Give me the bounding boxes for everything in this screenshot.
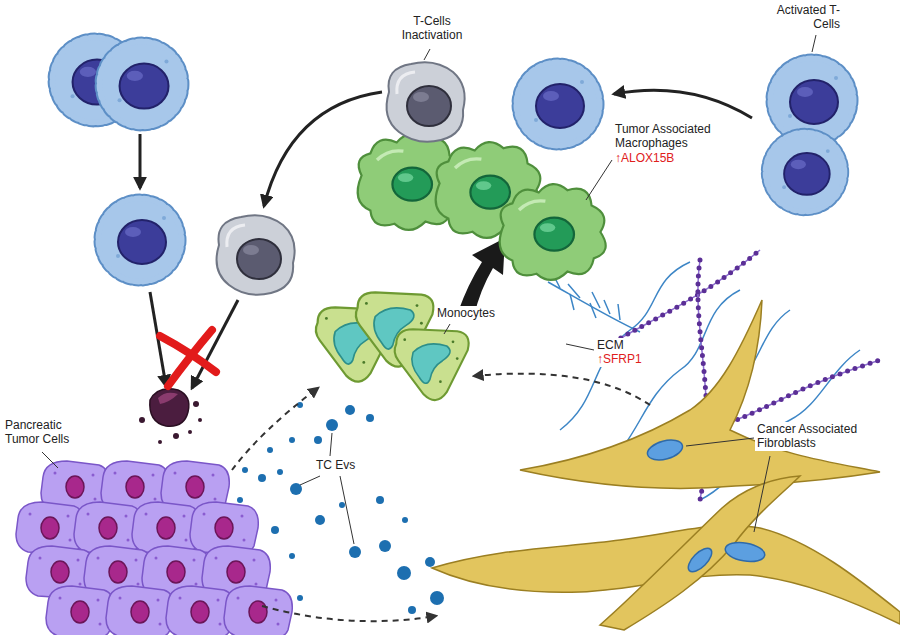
arrow	[614, 90, 752, 118]
dashed-arrows	[232, 374, 650, 622]
vesicle	[277, 469, 283, 475]
t-cells	[54, 39, 852, 295]
ecm-fern	[548, 282, 640, 332]
tumor-cell	[224, 586, 292, 635]
debris	[193, 401, 199, 407]
leader-line	[566, 344, 594, 350]
t-cell	[100, 200, 180, 280]
debris	[188, 430, 192, 434]
arrows	[140, 90, 752, 388]
vesicle	[376, 496, 384, 504]
callout-label: ECM	[595, 338, 626, 352]
callout-label: ↑SFRP1	[595, 352, 644, 366]
nucleus	[684, 544, 715, 575]
ecm-fern-branches	[552, 272, 620, 320]
leader-line	[340, 476, 354, 544]
dead-cell	[139, 389, 202, 444]
debris	[139, 417, 145, 423]
t-cell	[767, 134, 843, 210]
macrophages	[358, 134, 606, 280]
leader-lines	[42, 35, 816, 544]
nucleus	[645, 437, 684, 464]
ecm-fiber	[560, 262, 690, 430]
vesicle	[349, 546, 361, 558]
leader-line	[444, 324, 450, 334]
vesicle	[271, 526, 279, 534]
leader-line	[686, 438, 754, 446]
dashed-arrow	[474, 374, 650, 405]
tumor-cluster	[16, 461, 292, 635]
dashed-arrow	[262, 606, 436, 621]
vesicle	[289, 437, 295, 443]
fibroblasts	[432, 300, 900, 630]
callout-label: Tumor Associated Macrophages	[613, 122, 729, 151]
ecm-strand-beads	[600, 250, 760, 350]
vesicle	[297, 402, 303, 408]
t-cell	[772, 60, 852, 140]
vesicle	[314, 436, 322, 444]
leader-line	[424, 49, 430, 60]
leader-line	[42, 452, 58, 468]
block-stroke	[168, 330, 212, 386]
callout-label: Activated T-Cells	[770, 3, 842, 32]
leader-line	[812, 35, 816, 52]
tumor-cell	[166, 586, 234, 635]
t-cell	[518, 64, 598, 144]
debris	[198, 418, 202, 422]
vesicle	[258, 474, 266, 482]
vesicle	[425, 557, 435, 567]
inactive-t-cell	[387, 62, 465, 142]
tumor-cell	[106, 586, 174, 635]
callout-label: TC Evs	[314, 458, 357, 472]
leader-line	[586, 160, 612, 200]
leader-line	[330, 433, 332, 456]
ecm-strand	[600, 250, 760, 350]
vesicle	[326, 419, 338, 431]
block-mark	[160, 330, 216, 386]
vesicle	[379, 540, 391, 552]
vesicle	[402, 517, 408, 523]
vesicle	[242, 467, 248, 473]
vesicle	[408, 606, 416, 614]
monocyte	[395, 329, 469, 400]
callout-label: Pancreatic Tumor Cells	[3, 418, 81, 447]
callout-label: Monocytes	[435, 306, 497, 320]
nucleus	[724, 540, 767, 565]
arrow	[139, 134, 142, 188]
callout-label: T-Cells Inactivation	[391, 14, 473, 43]
cell-fragment	[150, 389, 189, 426]
cell-highlight	[158, 393, 178, 404]
tumor-cell	[46, 586, 114, 635]
callout-label: Cancer Associated Fibroblasts	[755, 422, 881, 451]
fibroblast	[520, 300, 880, 489]
vesicle	[397, 566, 411, 580]
differentiation-arrow	[458, 238, 505, 316]
arrow	[264, 92, 382, 206]
leader-line	[300, 476, 320, 485]
vesicle	[267, 447, 273, 453]
debris	[158, 440, 162, 444]
vesicle	[366, 414, 374, 422]
vesicle	[297, 595, 303, 601]
vesicle	[315, 515, 325, 525]
vesicle	[289, 553, 295, 559]
vesicle	[430, 591, 444, 605]
debris	[173, 433, 179, 439]
vesicle	[237, 497, 243, 503]
dashed-arrow	[232, 388, 318, 470]
macrophage	[500, 184, 606, 280]
vesicle	[339, 502, 345, 508]
callout-label: ↑ALOX15B	[613, 151, 676, 165]
vesicles	[237, 402, 444, 614]
inactive-t-cell	[217, 215, 295, 295]
vesicle	[345, 405, 355, 415]
t-cell	[101, 43, 183, 125]
leader-line	[754, 456, 770, 532]
fibroblast	[600, 476, 800, 630]
